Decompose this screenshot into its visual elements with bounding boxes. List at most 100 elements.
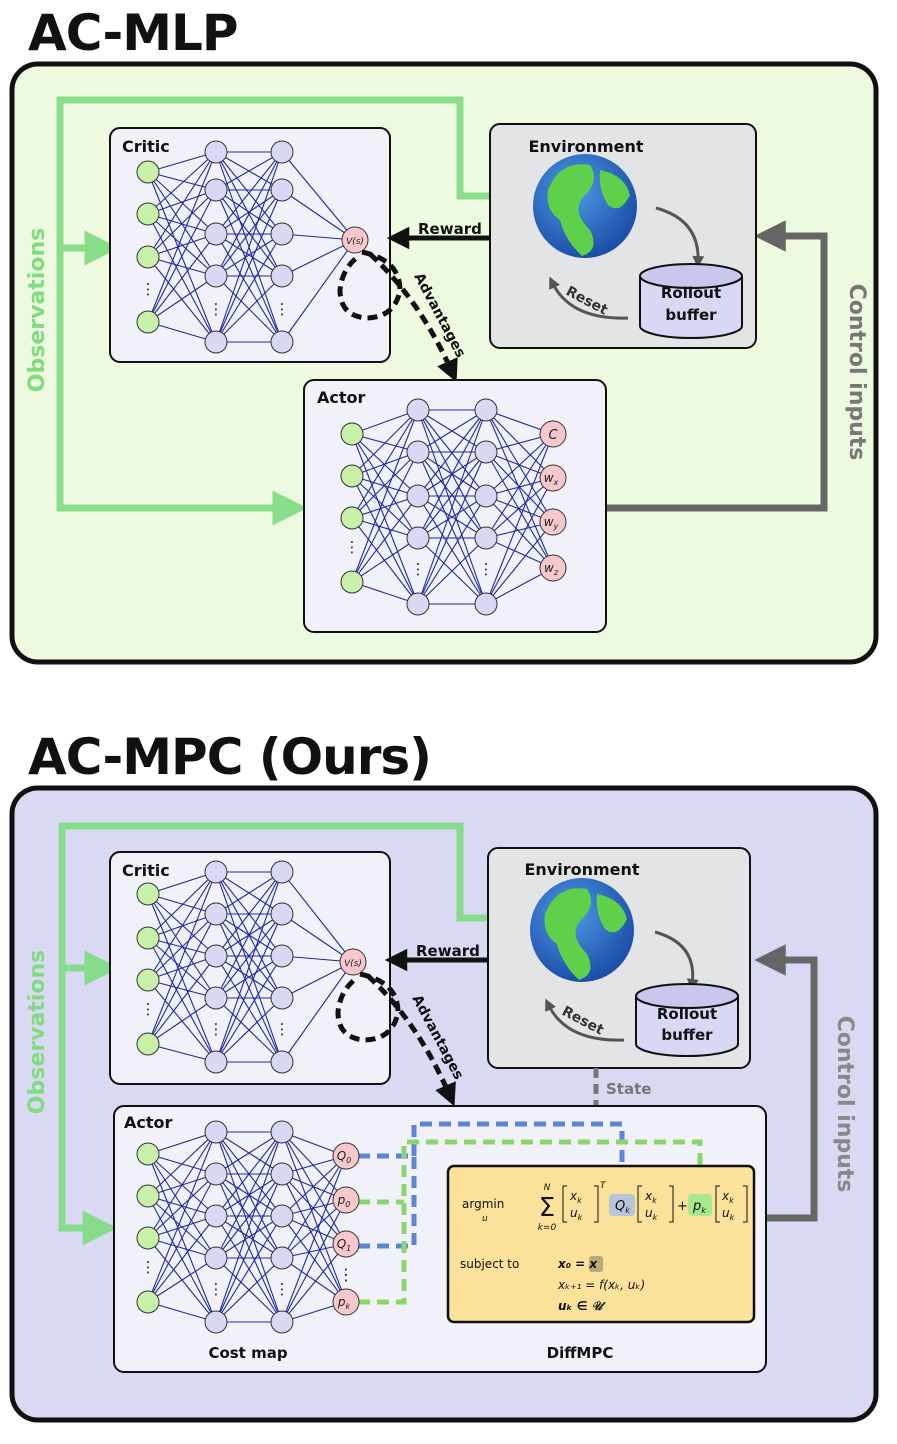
mpc-state-highlight [589, 1256, 603, 1272]
mlp-actor-label: Actor [317, 388, 366, 407]
mlp-actor-node [406, 484, 430, 508]
mpc-critic-edge [147, 1043, 217, 1063]
mlp-actor-node [406, 526, 430, 550]
mpc-actor-edge [147, 1173, 217, 1303]
mpc-actor-edge [281, 1155, 347, 1217]
mlp-critic-edge [147, 151, 217, 323]
mlp-actor-node [474, 484, 498, 508]
mlp-observations-label: Observations [25, 228, 50, 392]
mlp-critic-edge [147, 321, 217, 343]
mpc-reward-label: Reward [416, 942, 480, 960]
svg-text:xk: xk [644, 1189, 657, 1205]
mlp-critic-node [204, 178, 228, 202]
mpc-x3: x [721, 1189, 730, 1203]
svg-text:wx: wx [544, 471, 559, 487]
mpc-actor-edge [215, 1215, 283, 1259]
mpc-value-text: V(s) [344, 959, 362, 969]
mpc-actor-node [204, 1246, 228, 1270]
mpc-critic-edge [147, 955, 217, 1045]
mlp-output-wx: wx [539, 464, 567, 492]
mpc-x3-sub: k [729, 1196, 734, 1205]
mlp-critic-edge [281, 239, 356, 277]
mpc-critic-edge [215, 997, 283, 1063]
mpc-actor-edge [147, 1131, 217, 1239]
mpc-output-p0: p0 [332, 1186, 360, 1214]
mpc-qk: Q [615, 1199, 625, 1214]
mlp-critic-edge [281, 151, 356, 241]
mlp-output-wz: wz [539, 554, 567, 582]
mlp-critic-edge [147, 233, 217, 258]
svg-text:wy: wy [544, 515, 559, 531]
mpc-u2-sub: k [653, 1213, 658, 1222]
mlp-critic-edge [215, 189, 283, 343]
mlp-critic-nodes: ⋮⋮⋮ [136, 140, 294, 354]
mlp-actor-edge [485, 451, 554, 569]
mpc-output-q1: Q1 [332, 1230, 360, 1258]
mlp-observation-arrows [56, 96, 490, 526]
mpc-qk-sub: k [625, 1206, 630, 1215]
mlp-actor-edge [485, 433, 554, 605]
mpc-critic-node [204, 902, 228, 926]
mlp-actor-panel [303, 379, 607, 633]
mlp-actor-ellipsis: ⋮ [479, 560, 494, 578]
mlp-actor-edge [485, 477, 554, 539]
mpc-actor-node [270, 1204, 294, 1228]
mlp-critic-edge [147, 189, 217, 323]
mpc-constraint1: x₀ = x [557, 1257, 598, 1271]
mlp-critic-node [270, 330, 294, 354]
mpc-critic-edge [215, 913, 283, 1063]
mlp-actor-node [474, 592, 498, 616]
mpc-critic-edge [147, 893, 217, 999]
mpc-u3-sub: k [730, 1213, 735, 1222]
mpc-control-label: Control inputs [832, 1016, 857, 1193]
mpc-critic-edge [147, 955, 217, 981]
mlp-actor-edge [351, 409, 419, 583]
mlp-output-wy: wy [539, 508, 567, 536]
mlp-critic-edge [215, 233, 283, 277]
mpc-critic-ellipsis: ⋮ [275, 1020, 290, 1038]
mpc-q1-text: Q [337, 1237, 346, 1251]
mlp-actor-node [406, 398, 430, 422]
mpc-actor-ellipsis: ⋮ [209, 1280, 224, 1298]
svg-text:pk: pk [692, 1199, 706, 1215]
mpc-actor-node [136, 1290, 160, 1314]
mlp-output-wy-text: w [544, 515, 554, 529]
mlp-actor-edge [351, 451, 419, 583]
mlp-critic-ellipsis: ⋮ [275, 300, 290, 318]
mlp-actor-edge [351, 581, 419, 605]
mpc-critic-node [136, 1032, 160, 1056]
mpc-actor-edge [281, 1215, 347, 1303]
mlp-critic-edge [147, 151, 217, 258]
mpc-actor-net: ⋮⋮⋮ [136, 1120, 347, 1334]
mlp-critic-node [204, 140, 228, 164]
mlp-control-label: Control inputs [844, 284, 869, 461]
mpc-p0-sub: 0 [345, 1200, 350, 1209]
mpc-actor-edge [215, 1131, 283, 1217]
mlp-critic-edge [147, 151, 217, 173]
mlp-actor-net: ⋮⋮⋮ [340, 398, 554, 616]
mpc-advantages-arrow [335, 971, 456, 1107]
mlp-critic-edge [215, 189, 283, 235]
mpc-output-ellipsis: ⋮ [338, 1265, 354, 1284]
mpc-critic-edges [147, 871, 354, 1063]
mlp-actor-edge [351, 409, 419, 435]
mpc-actor-edge [147, 1215, 217, 1239]
mpc-constraint3: uₖ ∈ 𝒰 [558, 1299, 607, 1313]
mlp-critic-node [270, 178, 294, 202]
mpc-critic-node [136, 926, 160, 950]
mlp-actor-edge [351, 433, 419, 605]
mlp-critic-node [270, 222, 294, 246]
mlp-actor-node [474, 440, 498, 464]
mlp-actor-node [474, 398, 498, 422]
mlp-critic-edge [215, 189, 283, 277]
mpc-critic-net: ⋮⋮⋮ [136, 860, 354, 1074]
mpc-critic-edge [147, 871, 217, 895]
mlp-actor-edge [417, 451, 487, 539]
mlp-critic-net: ⋮⋮⋮ [136, 140, 356, 354]
mpc-critic-node [136, 882, 160, 906]
mlp-critic-edge [215, 275, 283, 343]
mpc-actor-edge [281, 1155, 347, 1323]
mlp-critic-edge [281, 189, 356, 241]
mpc-rollout-buffer-icon: Rollout buffer [635, 983, 739, 1057]
mlp-actor-node [406, 592, 430, 616]
